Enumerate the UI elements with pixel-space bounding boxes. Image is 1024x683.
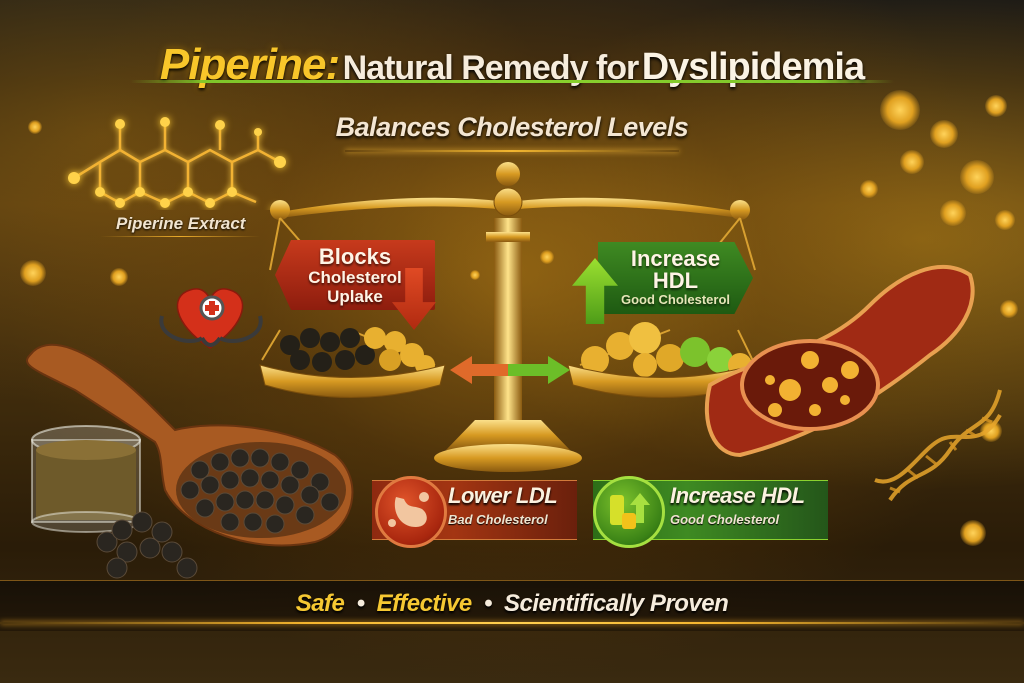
- tag-line2: Cholesterol: [308, 268, 402, 287]
- badge-title: Increase HDL: [670, 483, 805, 508]
- subtitle-divider: [345, 150, 679, 152]
- molecule-structure-icon: [68, 117, 286, 210]
- tagline-divider: [0, 622, 1024, 624]
- tag-line3: Good Cholesterol: [620, 292, 731, 307]
- tagline-separator: •: [483, 590, 492, 617]
- wooden-spoon-peppercorns: [26, 343, 354, 547]
- tag-line1: Blocks: [318, 244, 392, 269]
- badge-title: Lower LDL: [448, 483, 558, 508]
- title-divider: [130, 80, 894, 83]
- tagline-effective: Effective: [376, 590, 473, 617]
- increase-hdl-tag: Increase HDL Good Cholesterol: [598, 242, 753, 314]
- loose-peppercorns: [96, 511, 198, 579]
- tag-line1: Increase: [630, 246, 721, 271]
- molecule-divider: [100, 236, 260, 237]
- heart-stethoscope-icon: [159, 288, 263, 349]
- tag-line3: Uplake: [327, 287, 383, 306]
- tagline: Safe • Effective • Scientifically Proven: [0, 590, 1024, 618]
- subtitle: Balances Cholesterol Levels: [335, 112, 689, 142]
- tagline-safe: Safe: [295, 590, 345, 617]
- tag-line2: HDL: [652, 268, 699, 293]
- tagline-separator: •: [356, 590, 365, 617]
- balance-scale-icon: [259, 162, 756, 472]
- artery-plaque-illustration: [704, 265, 975, 458]
- badge-subtitle: Good Cholesterol: [670, 512, 780, 527]
- rising-cylinders-icon: [593, 476, 665, 548]
- dna-helix-icon: [874, 389, 1002, 502]
- badge-subtitle: Bad Cholesterol: [448, 512, 548, 527]
- tagline-proven: Scientifically Proven: [504, 590, 729, 617]
- liver-icon: [375, 476, 447, 548]
- molecule-label: Piperine Extract: [116, 214, 246, 233]
